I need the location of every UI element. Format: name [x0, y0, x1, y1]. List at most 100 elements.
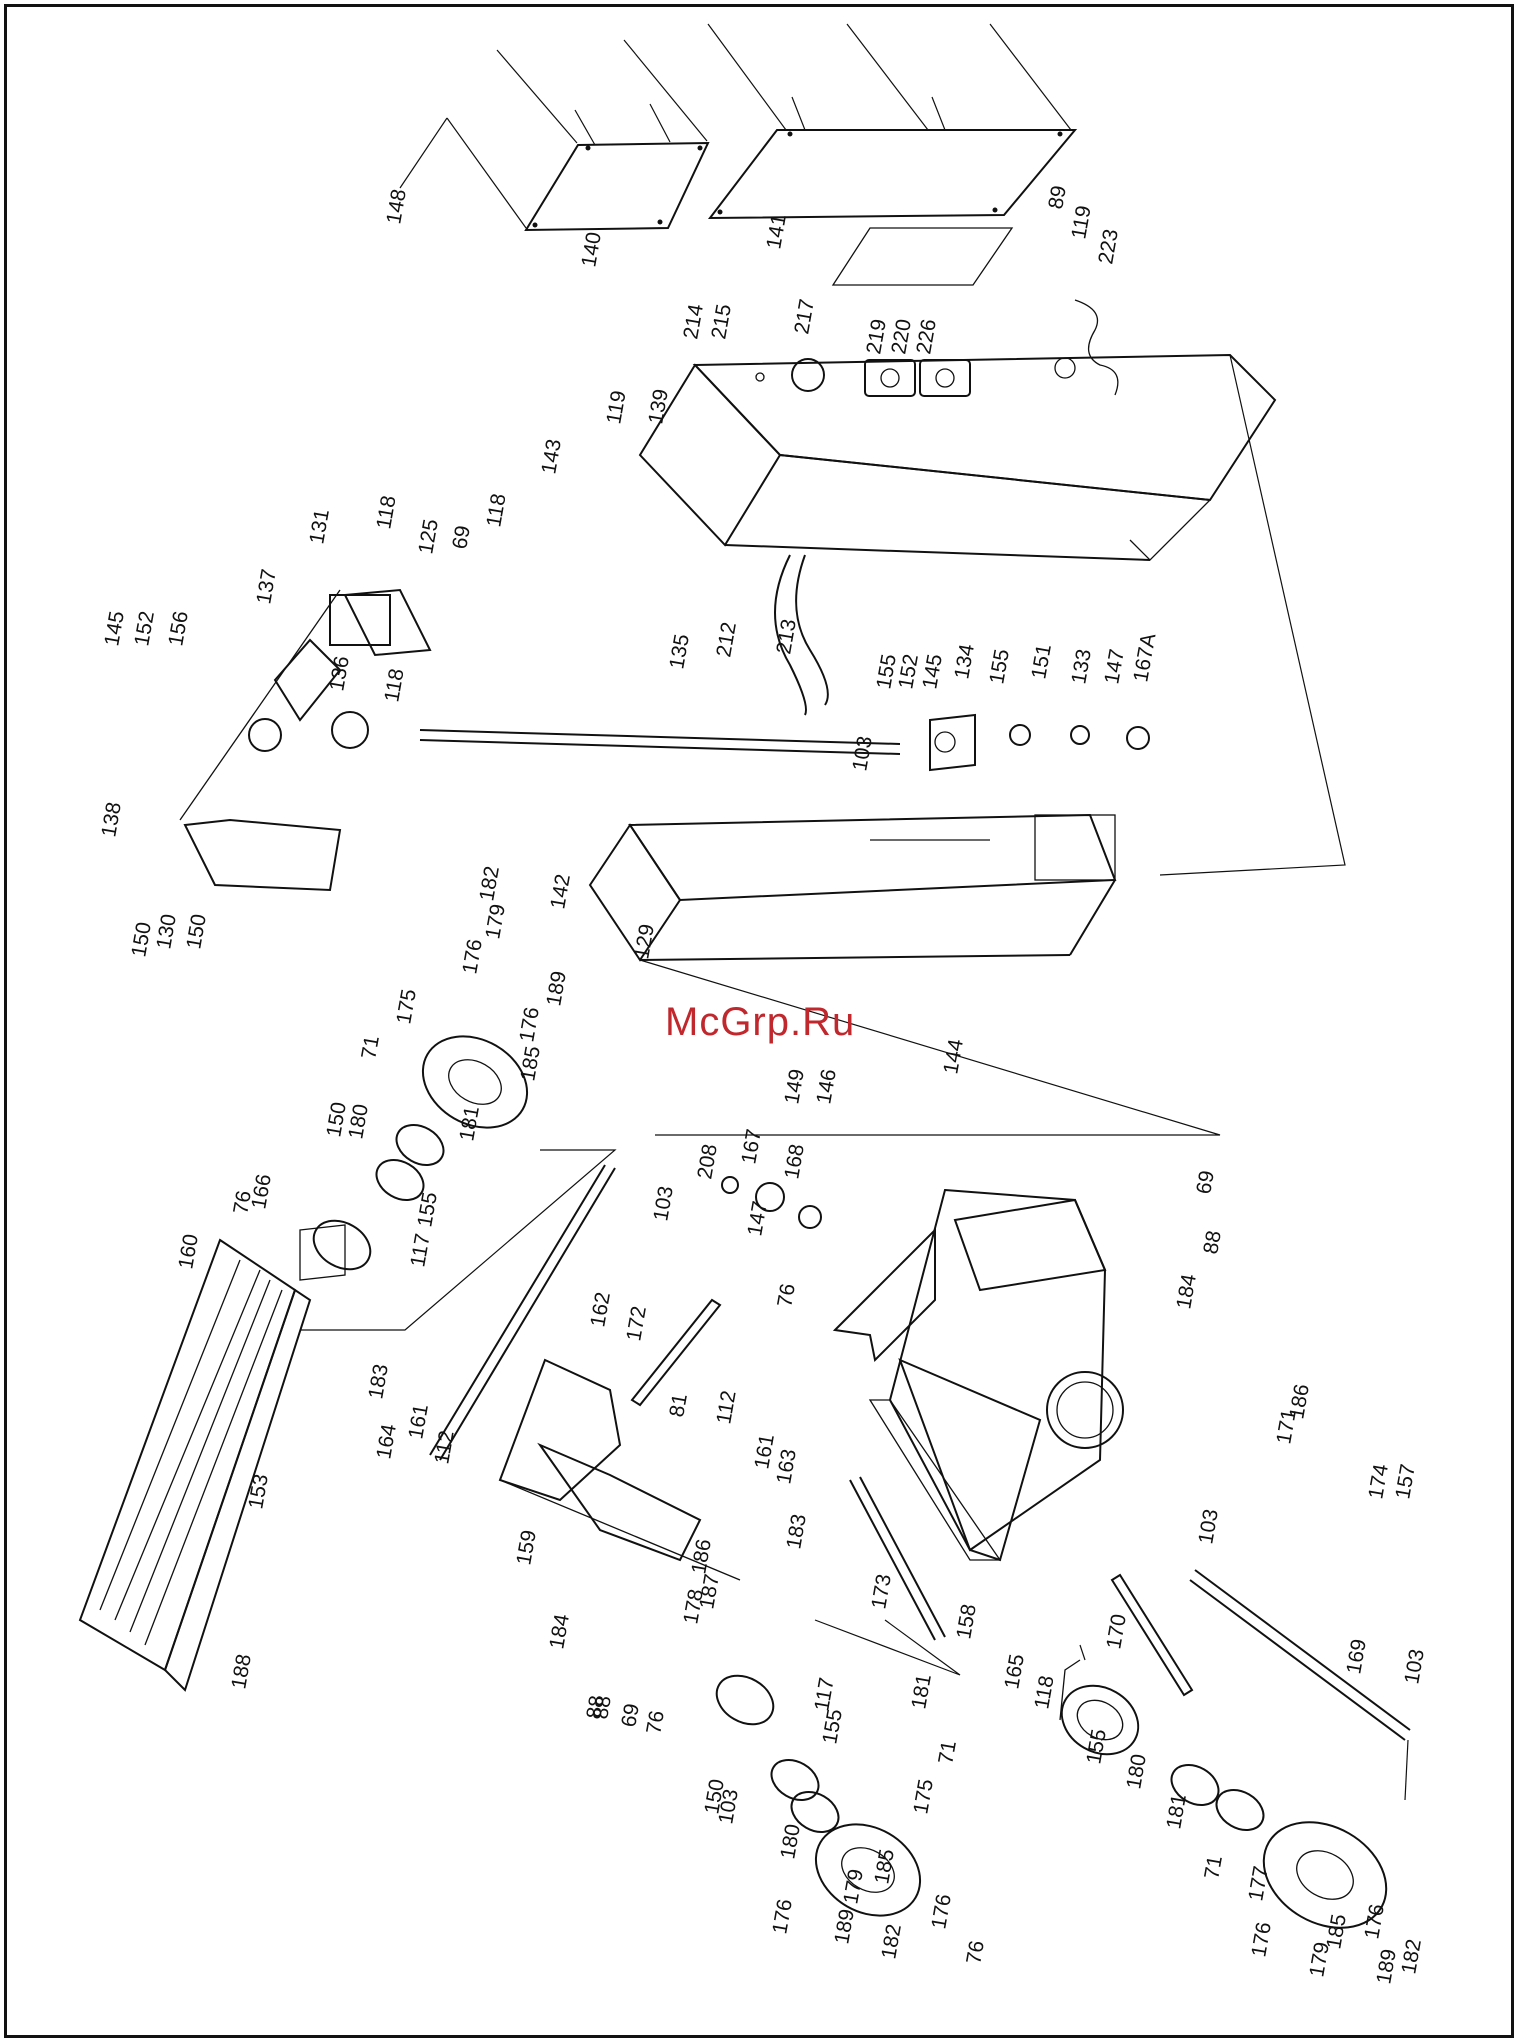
part-label-169: 169 [1342, 1637, 1371, 1676]
bracket-134 [929, 713, 1150, 772]
part-label-88: 88 [1199, 1229, 1226, 1256]
saddle-159 [498, 1358, 741, 1581]
part-label-178: 178 [679, 1587, 708, 1626]
part-label-181: 181 [1162, 1792, 1191, 1831]
part-label-226: 226 [912, 317, 941, 356]
part-label-151: 151 [1027, 642, 1056, 681]
part-label-175: 175 [909, 1777, 938, 1816]
part-label-173: 173 [867, 1572, 896, 1611]
part-label-76: 76 [229, 1189, 256, 1216]
part-label-137: 137 [252, 567, 281, 606]
part-label-180: 180 [776, 1822, 805, 1861]
part-label-71: 71 [357, 1034, 384, 1061]
panel-screws [399, 23, 1072, 229]
part-label-185: 185 [870, 1847, 899, 1886]
bearing-housing-170 [1059, 1659, 1140, 1756]
part-label-71: 71 [1200, 1854, 1227, 1881]
part-label-159: 159 [512, 1528, 541, 1567]
table-153 [78, 1238, 312, 1692]
part-label-125: 125 [414, 517, 443, 556]
bracket-137-131 [179, 588, 432, 892]
base-158 [868, 1188, 1124, 1562]
part-label-144: 144 [939, 1037, 968, 1076]
assembly-lines [300, 354, 1409, 1801]
part-label-133: 133 [1067, 647, 1096, 686]
part-label-140: 140 [577, 230, 606, 269]
part-label-183: 183 [782, 1512, 811, 1551]
part-label-184: 184 [1172, 1272, 1201, 1311]
part-label-162: 162 [586, 1290, 615, 1329]
part-label-141: 141 [762, 212, 791, 251]
part-label-188: 188 [227, 1652, 256, 1691]
part-label-180: 180 [1122, 1752, 1151, 1791]
part-label-160: 160 [174, 1232, 203, 1271]
part-label-217: 217 [790, 297, 819, 336]
part-label-161: 161 [404, 1402, 433, 1441]
part-label-176: 176 [768, 1897, 797, 1936]
part-label-103: 103 [1400, 1647, 1429, 1686]
part-label-223: 223 [1094, 227, 1123, 266]
part-label-117: 117 [810, 1676, 838, 1713]
part-label-76: 76 [642, 1709, 669, 1736]
part-label-148: 148 [382, 187, 411, 226]
part-label-214: 214 [679, 302, 708, 341]
part-label-158: 158 [952, 1602, 981, 1641]
part-label-147: 147 [1100, 647, 1129, 686]
part-label-182: 182 [1397, 1937, 1426, 1976]
part-label-185: 185 [1322, 1912, 1351, 1951]
cover-panel-140 [524, 141, 710, 232]
part-label-143: 143 [537, 437, 566, 476]
part-label-176: 176 [515, 1005, 544, 1044]
part-label-167: 167 [737, 1127, 766, 1166]
part-label-138: 138 [97, 800, 126, 839]
part-label-163: 163 [772, 1447, 801, 1486]
part-label-81: 81 [665, 1392, 692, 1419]
part-label-118: 118 [1030, 1674, 1058, 1711]
part-label-88: 88 [582, 1694, 609, 1721]
part-label-76: 76 [962, 1939, 989, 1966]
part-label-181: 181 [455, 1104, 484, 1143]
part-label-208: 208 [693, 1142, 722, 1181]
part-label-182: 182 [877, 1922, 906, 1961]
part-label-71: 71 [934, 1739, 961, 1766]
part-label-145: 145 [918, 652, 947, 691]
part-label-174: 174 [1364, 1462, 1393, 1501]
part-label-176: 176 [1247, 1920, 1276, 1959]
part-label-146: 146 [812, 1067, 841, 1106]
cables-212-213 [774, 554, 829, 716]
diagram-frame [4, 4, 1514, 2038]
part-label-103: 103 [1194, 1507, 1223, 1546]
part-label-117: 117 [406, 1232, 434, 1269]
part-label-149: 149 [780, 1067, 809, 1106]
part-label-135: 135 [665, 632, 694, 671]
part-label-164: 164 [372, 1422, 401, 1461]
part-label-147: 147 [743, 1199, 772, 1238]
part-label-170: 170 [1102, 1612, 1131, 1651]
part-label-131: 131 [305, 507, 334, 546]
part-label-155: 155 [413, 1190, 442, 1229]
part-label-134: 134 [950, 642, 979, 681]
part-label-153: 153 [244, 1472, 273, 1511]
handwheel-175-bottom [770, 1759, 922, 1917]
part-label-118: 118 [482, 492, 510, 529]
part-label-112: 112 [712, 1389, 740, 1426]
part-label-136: 136 [325, 654, 354, 693]
electrical-box-139 [638, 299, 1277, 561]
part-label-168: 168 [780, 1142, 809, 1181]
part-label-88: 88 [589, 1694, 616, 1721]
part-label-184: 184 [545, 1612, 574, 1651]
part-label-142: 142 [546, 872, 575, 911]
handwheel-175-top [375, 1035, 529, 1201]
part-label-171: 171 [1272, 1407, 1301, 1446]
part-label-186: 186 [687, 1537, 716, 1576]
cover-panel-141 [707, 129, 1078, 286]
part-label-165: 165 [1000, 1652, 1029, 1691]
part-label-189: 189 [542, 969, 571, 1008]
part-label-150: 150 [182, 912, 211, 951]
part-label-119: 119 [602, 389, 630, 426]
leadscrew-135 [419, 729, 901, 755]
column-129 [588, 813, 1117, 962]
part-label-181: 181 [907, 1672, 936, 1711]
part-label-118: 118 [372, 494, 400, 531]
